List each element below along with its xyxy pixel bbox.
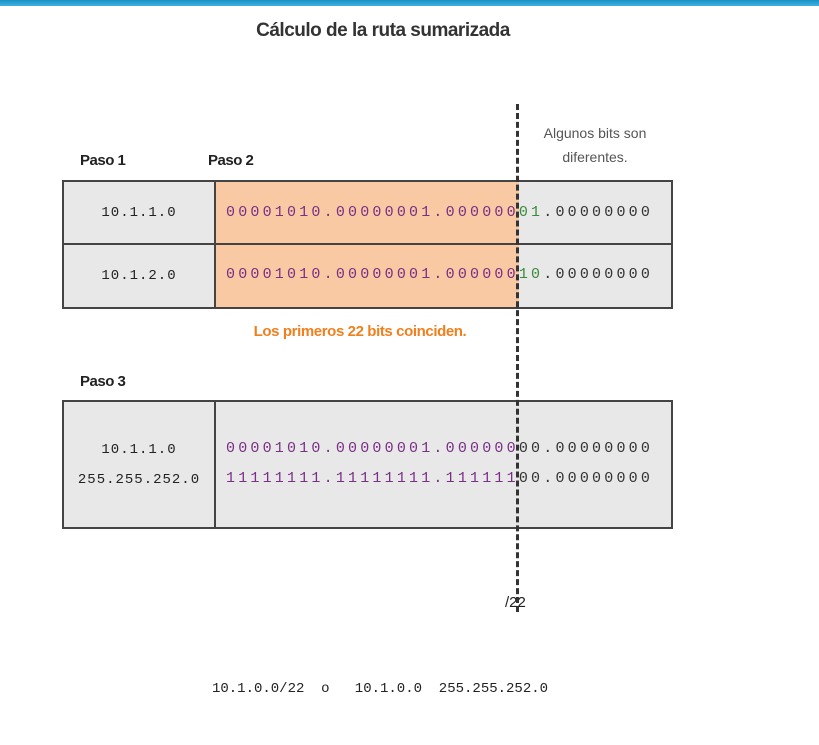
mask-bits: 11111111.11111111.111111 bbox=[226, 470, 519, 487]
summary-table: 10.1.1.0 255.255.252.0 00001010.00000001… bbox=[62, 400, 673, 529]
step1-label: Paso 1 bbox=[80, 152, 126, 169]
table-row: 10.1.2.0 00001010.00000001.00000010.0000… bbox=[64, 245, 671, 307]
ip-address: 10.1.1.0 bbox=[64, 182, 216, 243]
subnet-mask: 255.255.252.0 bbox=[77, 471, 201, 488]
matching-bits: 00001010.00000001.000000 bbox=[226, 440, 519, 457]
step2-label: Paso 2 bbox=[208, 152, 254, 169]
prefix-boundary-line bbox=[516, 104, 519, 612]
top-bar bbox=[0, 0, 819, 6]
note-line: Algunos bits son bbox=[543, 125, 647, 141]
matching-bits-caption: Los primeros 22 bits coinciden. bbox=[253, 323, 467, 340]
binary-address: 00001010.00000001.00000000.00000000 bbox=[226, 440, 653, 457]
ip-address: 10.1.2.0 bbox=[64, 245, 216, 307]
comparison-table: 10.1.1.0 00001010.00000001.00000001.0000… bbox=[62, 180, 673, 309]
matching-bits-highlight bbox=[214, 182, 519, 243]
binary-address: 00001010.00000001.00000010.00000000 bbox=[226, 266, 653, 283]
different-bits-note: Algunos bits son diferentes. bbox=[520, 121, 670, 169]
remaining-bits: 00.00000000 bbox=[518, 440, 654, 457]
different-bits: 01 bbox=[518, 204, 544, 221]
diagram-title: Cálculo de la ruta sumarizada bbox=[256, 20, 510, 41]
address-mask-cell: 10.1.1.0 255.255.252.0 bbox=[64, 402, 216, 527]
binary-mask: 11111111.11111111.11111100.00000000 bbox=[226, 470, 653, 487]
note-line: diferentes. bbox=[562, 149, 628, 165]
matching-bits: 00001010.00000001.000000 bbox=[226, 266, 519, 283]
different-bits: 10 bbox=[518, 266, 544, 283]
summary-route: 10.1.0.0/22 o 10.1.0.0 255.255.252.0 bbox=[211, 681, 549, 697]
table-row: 10.1.1.0 00001010.00000001.00000001.0000… bbox=[64, 182, 671, 245]
matching-bits: 00001010.00000001.000000 bbox=[226, 204, 519, 221]
remaining-bits: .00000000 bbox=[543, 204, 654, 221]
remaining-bits: .00000000 bbox=[543, 266, 654, 283]
binary-address: 00001010.00000001.00000001.00000000 bbox=[226, 204, 653, 221]
remaining-bits: 00.00000000 bbox=[518, 470, 654, 487]
network-address: 10.1.1.0 bbox=[101, 441, 177, 458]
step3-label: Paso 3 bbox=[80, 373, 126, 390]
prefix-length: /22 bbox=[505, 594, 526, 611]
matching-bits-highlight bbox=[214, 245, 519, 307]
